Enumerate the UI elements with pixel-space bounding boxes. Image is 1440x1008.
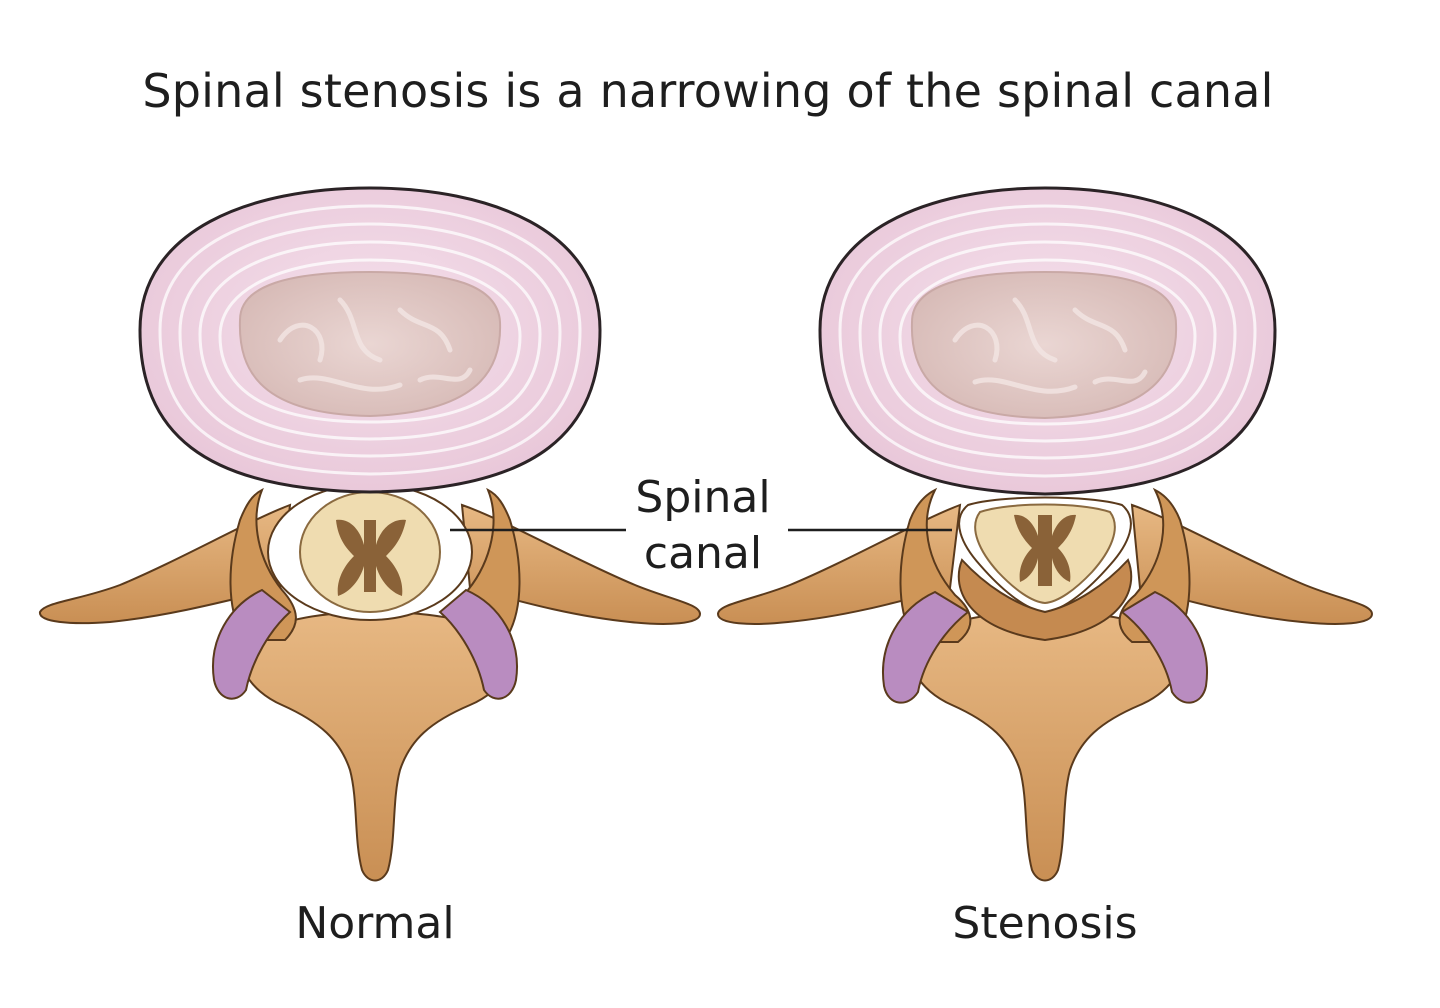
normal-right-transverse-process <box>460 503 702 625</box>
stenosis-right-transverse-process <box>1130 503 1374 625</box>
stenosis-nucleus <box>910 270 1178 420</box>
diagram-title: Spinal stenosis is a narrowing of the sp… <box>142 64 1274 118</box>
normal-left-transverse-process <box>39 503 292 625</box>
stenosis-right-facet <box>1120 590 1208 704</box>
stenosis-nucleus-texture <box>952 297 1148 394</box>
normal-left-facet <box>212 588 292 700</box>
caption-stenosis: Stenosis <box>952 898 1138 949</box>
caption-normal: Normal <box>295 898 455 949</box>
normal-right-facet <box>438 588 518 700</box>
normal-nucleus <box>238 270 502 418</box>
stenosis-vertebra <box>716 186 1374 882</box>
normal-disc-rings <box>158 204 582 476</box>
stenosis-spinous-process <box>909 610 1184 882</box>
normal-nucleus-texture <box>277 297 473 392</box>
stenosis-thickened-ligament <box>957 558 1133 642</box>
spinal-canal-callout: Spinal canal <box>600 470 806 582</box>
stenosis-cord-gray-matter <box>1014 514 1076 586</box>
normal-vertebra <box>39 186 702 882</box>
normal-cord-gray-matter <box>336 519 406 596</box>
callout-line2: canal <box>643 528 763 579</box>
stenosis-left-facet <box>882 590 970 704</box>
stenosis-left-transverse-process <box>716 503 962 625</box>
normal-spinous-process <box>239 610 514 882</box>
callout-line1: Spinal <box>635 472 771 523</box>
stenosis-disc-rings <box>838 204 1257 478</box>
